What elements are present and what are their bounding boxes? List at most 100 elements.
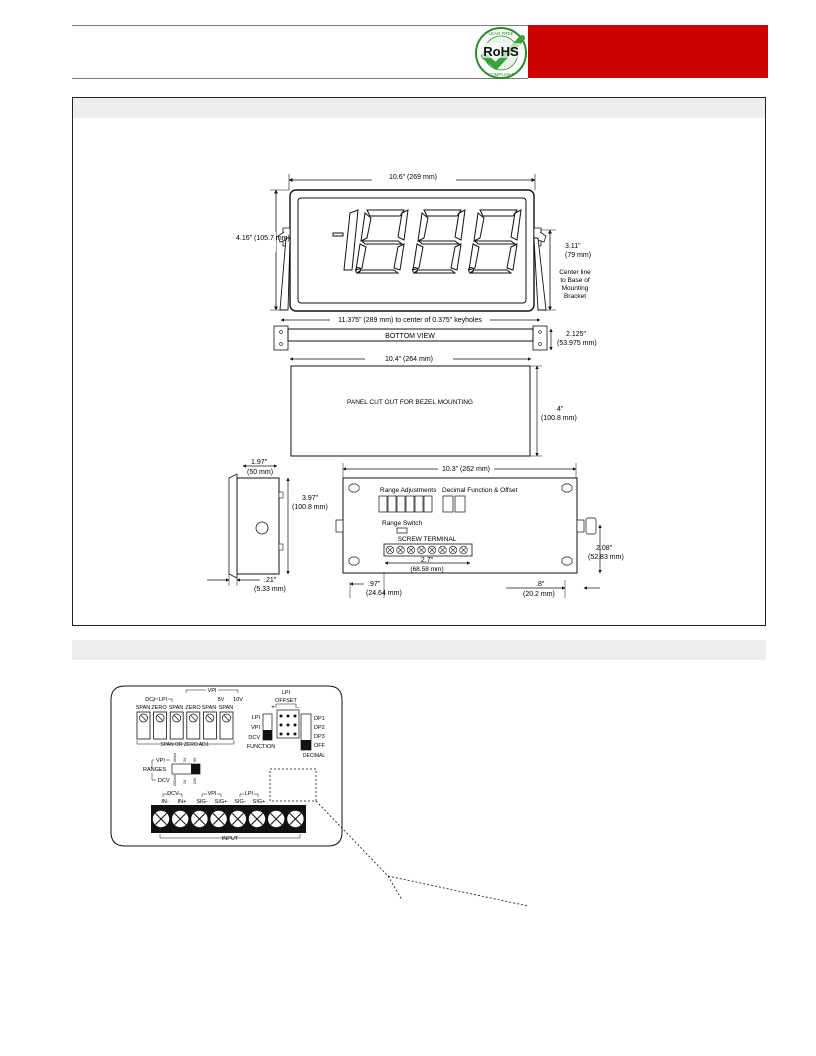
- bracket-height-label: 3.11": [565, 243, 581, 250]
- terminal-screw-icon: [459, 545, 468, 555]
- terminal-screw-icon: [385, 545, 395, 555]
- offset-label: OFFSET: [275, 698, 297, 704]
- decimal-option: DP1: [314, 716, 325, 722]
- terminal-screw-icon: [438, 545, 447, 555]
- function-switch-knob: [263, 730, 272, 740]
- terminal-label: SIG+: [253, 799, 266, 805]
- decimal-point: [355, 267, 361, 273]
- adjust-pot: [219, 711, 234, 740]
- center-line-note: Bracket: [564, 293, 586, 300]
- jumper-pin: [279, 732, 283, 736]
- center-line-note: to Base of: [560, 277, 589, 284]
- callout-box: [269, 768, 317, 802]
- jumper-pin: [293, 714, 297, 718]
- terminal-group-lpi: LPI: [245, 791, 254, 797]
- side-view: 1.97" (50 mm) 3.97" (100.8 mm) .21" (5.3…: [207, 459, 328, 593]
- pot-label: SPAN: [169, 705, 184, 711]
- dimensions-panel-header: [73, 98, 765, 118]
- right-mounting-bracket: [533, 237, 547, 311]
- offset-plus: +: [271, 705, 275, 711]
- rohs-word: RoHS: [483, 44, 519, 59]
- pot-label: SPAN: [136, 705, 151, 711]
- adjust-pots: [136, 711, 234, 740]
- adjust-pot: [202, 711, 217, 740]
- digit-eight: [355, 209, 409, 274]
- terminal-screw-icon: [448, 545, 458, 555]
- input-screw-icon: [190, 810, 209, 829]
- cutout-width-label: 10.4" (264 mm): [385, 356, 433, 363]
- terminal-height-label: 2.08": [596, 545, 613, 552]
- span-zero-label: SPAN OR ZERO ADJ.: [160, 742, 209, 748]
- terminal-screw-icon: [427, 545, 437, 555]
- bottom-view-body: [287, 328, 534, 342]
- side-height-label: 3.97": [302, 495, 319, 502]
- rear-body: [342, 477, 578, 574]
- pot-label: SPAN: [202, 705, 217, 711]
- terminal-width-mm-label: (68.58 mm): [410, 566, 443, 573]
- bottom-depth-mm-label: (53.975 mm): [557, 340, 597, 347]
- terminal-label: SIG-: [196, 799, 207, 805]
- front-view: 10.6" (269 mm): [236, 172, 591, 312]
- terminal-screw-icon: [396, 545, 405, 555]
- function-option: DCV: [248, 735, 260, 741]
- display-digits: [332, 209, 522, 274]
- function-label: FUNCTION: [247, 744, 275, 750]
- keyhole-spacing-label: 11.375" (289 mm) to center of 0.375" key…: [338, 317, 482, 324]
- center-line-note: Mounting: [562, 285, 589, 292]
- input-screw-icon: [209, 810, 228, 829]
- terminal-group-vpi: VPI: [208, 791, 217, 797]
- meter-window: [297, 197, 527, 304]
- minus-segment: [332, 232, 344, 237]
- side-height-mm-label: (100.8 mm): [292, 504, 328, 511]
- center-line-note: Center line: [559, 269, 591, 276]
- header-rule-top: [72, 25, 528, 26]
- range-adjustments-label: Range Adjustments: [380, 487, 437, 494]
- left-mounting-bracket: [279, 237, 291, 311]
- jumper-pin: [279, 723, 283, 727]
- wiring-section-header: [72, 640, 766, 660]
- dimensions-panel: [72, 97, 766, 626]
- terminal-group-dcv: DCV: [167, 791, 179, 797]
- terminal-width-label: 2.7": [421, 557, 434, 564]
- wiring-diagram: VPI LPI DC/ 5V 10V SPAN ZERO SPAN ZERO S…: [110, 685, 529, 907]
- left-offset-mm-label: (24.64 mm): [366, 590, 402, 597]
- panel-cutout-view: 10.4" (264 mm) PANEL CUT OUT FOR BEZEL M…: [289, 354, 577, 457]
- range-tick: 20mV: [173, 752, 177, 762]
- digit-eight: [468, 209, 522, 274]
- pot-label: ZERO: [151, 705, 167, 711]
- rear-view: 10.3" (262 mm) Range Adjustments Decimal…: [335, 463, 624, 598]
- decimal-point: [412, 267, 418, 273]
- rohs-arc-bottom: COMPLIANT: [488, 72, 515, 77]
- range-adjust-pots: [378, 495, 433, 513]
- decimal-switch-knob: [301, 740, 311, 750]
- panel-cutout: [290, 365, 531, 457]
- jumper-pin: [293, 723, 297, 727]
- offset-minus: -: [297, 705, 299, 711]
- digit-one: [343, 209, 359, 271]
- ranges-label: RANGES: [143, 767, 167, 773]
- rear-corner-screws: [348, 483, 573, 566]
- decimal-function-label: Decimal Function & Offset: [442, 487, 518, 494]
- front-height-label: 4.16" (105.7 mm): [236, 235, 290, 242]
- input-screw-icon: [228, 810, 247, 829]
- header-rule-bottom: [72, 78, 528, 79]
- cutout-height-mm-label: (100.8 mm): [541, 415, 577, 422]
- pot-label-top: 10V: [233, 697, 243, 703]
- screw-terminal-label: SCREW TERMINAL: [398, 536, 457, 543]
- decimal-point: [468, 267, 474, 273]
- offset-lpi-label: LPI: [282, 690, 291, 696]
- function-option: VPI: [251, 725, 260, 731]
- cutout-label: PANEL CUT OUT FOR BEZEL MOUNTING: [347, 399, 473, 406]
- pot-label-top: DC/: [145, 697, 155, 703]
- vpi-group-label: VPI: [208, 688, 217, 694]
- jumper-pin: [293, 732, 297, 736]
- input-screw-icon: [286, 810, 305, 829]
- range-switch-label: Range Switch: [382, 520, 422, 527]
- range-tick: 5V: [193, 757, 197, 762]
- range-tick: 2V: [183, 779, 187, 784]
- jumper-pin: [286, 714, 290, 718]
- decimal-option: DP3: [314, 734, 325, 740]
- jumper-pin: [279, 714, 283, 718]
- side-depth-label: 1.97": [251, 459, 268, 466]
- input-screw-icon: [171, 810, 190, 829]
